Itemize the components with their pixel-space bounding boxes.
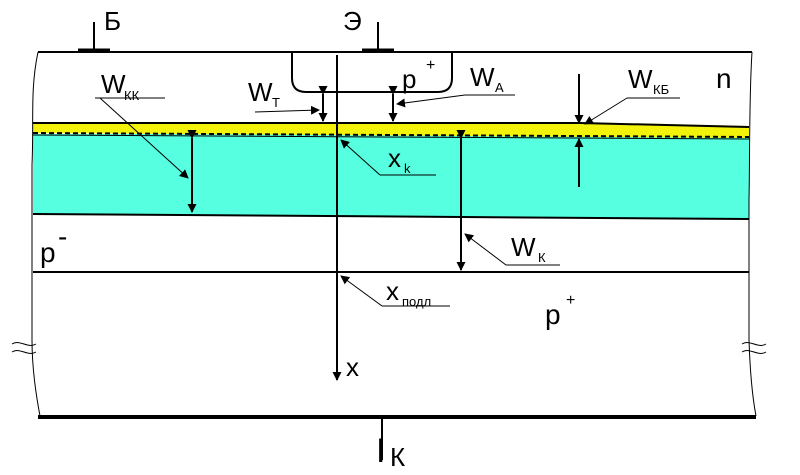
x-k-label: x k <box>388 143 411 176</box>
lightly-doped-region-label: p - <box>40 221 67 268</box>
svg-text:x: x <box>388 143 401 173</box>
wafer-right-edge <box>748 51 757 417</box>
collector-terminal-label: I К <box>376 432 405 472</box>
cyan-collector-layer <box>33 134 749 219</box>
wafer-left-edge <box>31 51 41 417</box>
substrate-region-label: p + <box>545 292 575 330</box>
upper-junction-line-right <box>579 122 750 128</box>
w-kk-label: W КК <box>101 69 140 103</box>
leader-lines <box>95 94 680 307</box>
svg-text:p: p <box>402 64 416 94</box>
base-terminal-label: Б <box>104 6 121 36</box>
collector-prefix-label: I <box>376 432 385 470</box>
svg-text:W: W <box>470 62 495 92</box>
x-axis-label: x <box>346 352 359 382</box>
right-break-mark <box>741 342 767 354</box>
svg-text:p: p <box>40 237 56 268</box>
emitter-terminal <box>362 22 394 52</box>
svg-text:А: А <box>495 80 504 95</box>
base-terminal <box>78 22 110 52</box>
svg-text:К: К <box>538 250 546 265</box>
svg-text:W: W <box>511 232 536 262</box>
cyan-top-line <box>32 134 750 140</box>
svg-text:W: W <box>101 69 126 99</box>
svg-text:подл: подл <box>402 294 431 309</box>
svg-text:КК: КК <box>124 88 140 103</box>
w-kb-label: W КБ <box>628 64 669 97</box>
svg-text:+: + <box>566 292 575 309</box>
svg-text:Т: Т <box>272 95 280 110</box>
w-t-label: W Т <box>248 77 280 110</box>
emitter-terminal-label: Э <box>343 6 362 36</box>
dashed-junction-line <box>32 132 750 138</box>
w-a-label: W А <box>470 62 504 95</box>
svg-text:W: W <box>628 64 653 94</box>
emitter-region-label: p + <box>402 57 435 94</box>
emitter-region-outline <box>291 52 453 93</box>
svg-text:x: x <box>386 276 399 306</box>
svg-text:W: W <box>248 77 273 107</box>
svg-text:p: p <box>545 299 561 330</box>
svg-text:k: k <box>404 161 411 176</box>
w-k-label: W К <box>511 232 546 265</box>
collector-letter-label: К <box>390 442 405 472</box>
x-substrate-label: x подл <box>386 276 431 309</box>
svg-text:-: - <box>58 221 67 252</box>
epitaxial-n-label: n <box>716 63 732 94</box>
svg-text:+: + <box>426 57 435 74</box>
left-break-mark <box>11 342 37 354</box>
cyan-bottom-line <box>32 213 750 220</box>
svg-text:КБ: КБ <box>653 82 669 97</box>
